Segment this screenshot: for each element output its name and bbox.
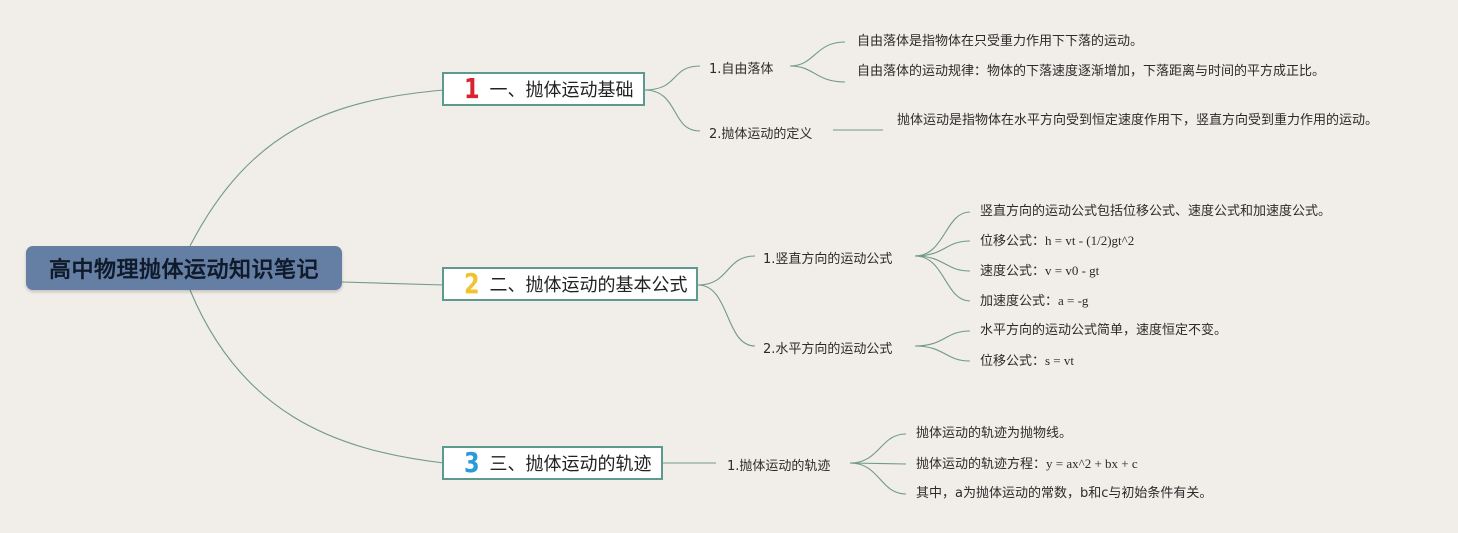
leaf-2-1-1: 竖直方向的运动公式包括位移公式、速度公式和加速度公式。 <box>980 204 1332 219</box>
topic-number-3: 3 <box>463 446 480 479</box>
leaf-2-2-2: 位移公式：s = vt <box>980 353 1075 368</box>
topic-label-3: 三、抛体运动的轨迹 <box>489 454 652 475</box>
subtopic-3-1[interactable]: 1.抛体运动的轨迹 <box>727 459 831 474</box>
subtopic-2-1[interactable]: 1.竖直方向的运动公式 <box>763 252 893 267</box>
topic-number-1: 1 <box>463 72 480 105</box>
leaf-2-1-3: 速度公式：v = v0 - gt <box>980 263 1100 278</box>
topic-label-2: 二、抛体运动的基本公式 <box>489 275 688 296</box>
leaf-2-1-2: 位移公式：h = vt - (1/2)gt^2 <box>980 233 1135 248</box>
leaf-1-2-1: 抛体运动是指物体在水平方向受到恒定速度作用下，竖直方向受到重力作用的运动。 <box>897 113 1379 128</box>
leaf-3-1-2: 抛体运动的轨迹方程：y = ax^2 + bx + c <box>916 456 1138 471</box>
leaf-3-1-3: 其中，a为抛体运动的常数，b和c与初始条件有关。 <box>916 486 1213 501</box>
root-node[interactable]: 高中物理抛体运动知识笔记 <box>26 246 342 290</box>
leaf-2-1-4: 加速度公式：a = -g <box>980 293 1089 308</box>
root-title: 高中物理抛体运动知识笔记 <box>48 258 319 283</box>
topic-node-1[interactable]: 1 一、抛体运动基础 <box>442 72 645 106</box>
leaf-1-1-1: 自由落体是指物体在只受重力作用下下落的运动。 <box>857 34 1144 49</box>
subtopic-1-2[interactable]: 2.抛体运动的定义 <box>709 127 813 142</box>
topic-number-2: 2 <box>463 267 480 300</box>
leaf-1-1-2: 自由落体的运动规律：物体的下落速度逐渐增加，下落距离与时间的平方成正比。 <box>857 64 1326 79</box>
leaf-2-2-1: 水平方向的运动公式简单，速度恒定不变。 <box>980 323 1228 338</box>
leaf-3-1-1: 抛体运动的轨迹为抛物线。 <box>916 426 1073 441</box>
subtopic-2-2[interactable]: 2.水平方向的运动公式 <box>763 342 893 357</box>
subtopic-1-1[interactable]: 1.自由落体 <box>709 62 774 77</box>
topic-node-3[interactable]: 3 三、抛体运动的轨迹 <box>442 446 663 480</box>
topic-label-1: 一、抛体运动基础 <box>489 80 634 101</box>
topic-node-2[interactable]: 2 二、抛体运动的基本公式 <box>442 267 698 301</box>
